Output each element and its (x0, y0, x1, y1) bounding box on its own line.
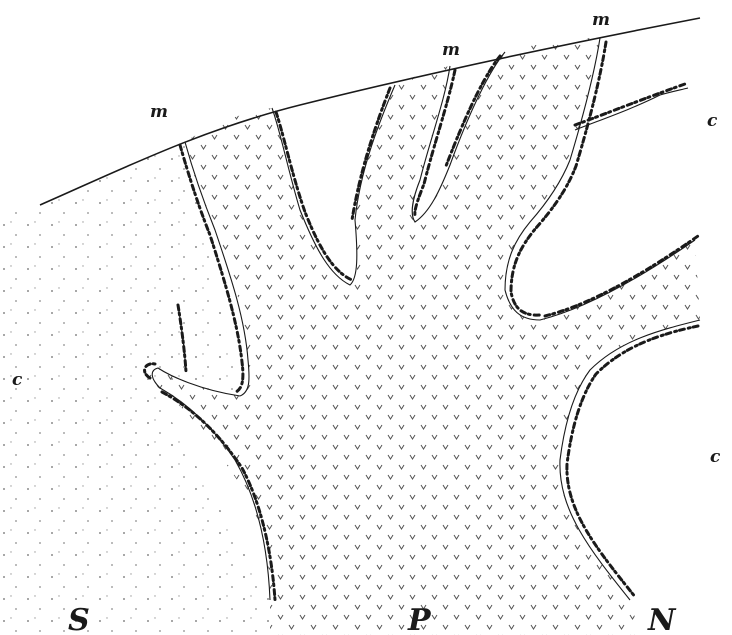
label-m-right: m (592, 10, 610, 30)
label-s: S (68, 603, 90, 635)
label-c-left: c (12, 370, 23, 390)
label-c-top-right: c (707, 111, 718, 131)
label-n: N (647, 603, 677, 635)
label-m-left: m (150, 102, 168, 122)
label-c-right: c (710, 447, 721, 467)
label-p: P (407, 603, 432, 635)
label-m-middle: m (442, 40, 460, 60)
